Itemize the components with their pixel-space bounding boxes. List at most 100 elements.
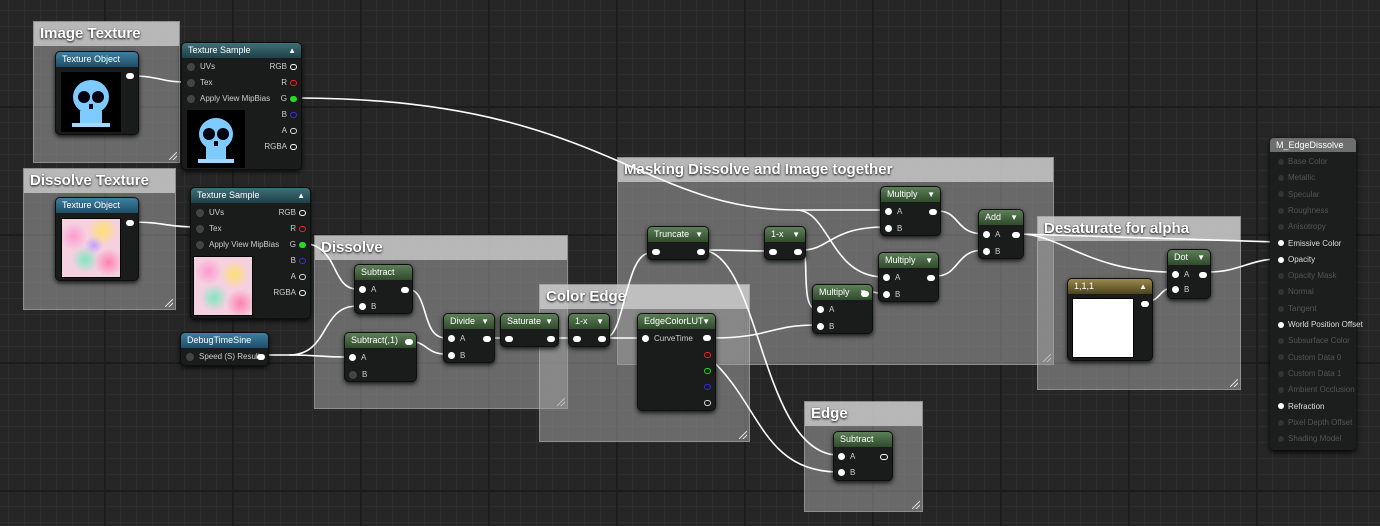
output-pin[interactable] bbox=[861, 291, 869, 297]
pin-a[interactable]: A bbox=[359, 285, 376, 295]
chevron-down-icon[interactable]: ▼ bbox=[596, 317, 604, 326]
out-rgba[interactable]: RGBA bbox=[273, 288, 306, 298]
material-input[interactable]: Anisotropy bbox=[1278, 222, 1326, 231]
material-input[interactable]: Opacity bbox=[1278, 255, 1315, 264]
subtract-node[interactable]: Subtract A B bbox=[354, 264, 413, 314]
input-pin[interactable] bbox=[1278, 370, 1284, 377]
input-pin[interactable] bbox=[1278, 354, 1284, 361]
chevron-down-icon[interactable]: ▼ bbox=[925, 256, 933, 265]
node-title[interactable]: Dot▼ bbox=[1168, 250, 1210, 265]
node-title[interactable]: Texture Object bbox=[56, 52, 138, 67]
input-pin[interactable] bbox=[1278, 224, 1284, 231]
pin-b[interactable]: B bbox=[349, 370, 367, 380]
comment-dissolve-texture[interactable]: Dissolve Texture bbox=[23, 168, 176, 310]
input-pin[interactable] bbox=[1278, 403, 1284, 410]
pin-tex[interactable]: Tex bbox=[187, 78, 212, 88]
pin-b[interactable]: B bbox=[359, 302, 376, 312]
material-input[interactable]: Refraction bbox=[1278, 402, 1324, 411]
out-r[interactable]: R bbox=[290, 224, 306, 234]
material-input[interactable]: Emissive Color bbox=[1278, 239, 1341, 248]
node-title[interactable]: Divide▼ bbox=[444, 314, 494, 329]
material-input[interactable]: Tangent bbox=[1278, 304, 1316, 313]
debug-time-sine-node[interactable]: DebugTimeSine Speed (S) Result bbox=[180, 332, 269, 366]
input-pin[interactable] bbox=[1278, 419, 1284, 426]
node-title[interactable]: 1-x▼ bbox=[569, 314, 609, 329]
truncate-node[interactable]: Truncate▼ bbox=[647, 226, 709, 260]
node-title[interactable]: 1,1,1▲ bbox=[1068, 279, 1152, 294]
input-pin[interactable] bbox=[1278, 338, 1284, 345]
pin-b[interactable]: B bbox=[817, 322, 834, 332]
comment-title[interactable]: Color Edge bbox=[540, 285, 749, 309]
resize-grip-icon[interactable] bbox=[1230, 379, 1238, 387]
chevron-up-icon[interactable]: ▲ bbox=[297, 191, 305, 200]
dot-node[interactable]: Dot▼ A B bbox=[1167, 249, 1211, 299]
out-rgb[interactable]: RGB bbox=[279, 208, 306, 218]
add-node[interactable]: Add▼ A B bbox=[978, 209, 1024, 259]
pin-a[interactable]: A bbox=[1172, 270, 1189, 280]
pin-b[interactable]: B bbox=[448, 351, 465, 361]
out-g[interactable]: G bbox=[290, 240, 306, 250]
output-pin[interactable] bbox=[1141, 301, 1149, 307]
chevron-down-icon[interactable]: ▼ bbox=[1197, 253, 1205, 262]
material-input[interactable]: World Position Offset bbox=[1278, 320, 1363, 329]
output-pin[interactable] bbox=[794, 249, 802, 255]
input-pin[interactable] bbox=[1278, 305, 1284, 312]
pin-uvs[interactable]: UVs bbox=[187, 62, 215, 72]
input-pin[interactable] bbox=[652, 249, 660, 255]
input-pin[interactable] bbox=[769, 249, 777, 255]
multiply-node-3[interactable]: Multiply▼ A B bbox=[812, 284, 873, 334]
output-pin[interactable] bbox=[929, 209, 937, 215]
node-title[interactable]: Subtract(,1) bbox=[345, 333, 416, 348]
input-pin[interactable] bbox=[1278, 321, 1284, 328]
pin-b[interactable]: B bbox=[883, 290, 900, 300]
material-input[interactable]: Subsurface Color bbox=[1278, 336, 1350, 345]
node-title[interactable]: Texture Object bbox=[56, 198, 138, 213]
chevron-down-icon[interactable]: ▼ bbox=[695, 230, 703, 239]
pin-a[interactable]: A bbox=[983, 230, 1000, 240]
chevron-down-icon[interactable]: ▼ bbox=[545, 317, 553, 326]
pin-a[interactable]: A bbox=[448, 334, 465, 344]
output-pin[interactable] bbox=[401, 287, 409, 293]
out-g[interactable]: G bbox=[281, 94, 297, 104]
output-pin[interactable] bbox=[483, 336, 491, 342]
out-rgb[interactable]: RGB bbox=[270, 62, 297, 72]
node-title[interactable]: EdgeColorLUT▼ bbox=[638, 314, 715, 329]
multiply-node-2[interactable]: Multiply▼ A B bbox=[878, 252, 939, 302]
texture-object-node[interactable]: Texture Object bbox=[55, 51, 139, 135]
input-pin[interactable] bbox=[1278, 289, 1284, 296]
texture-sample-node-1[interactable]: Texture Sample▲ UVs Tex Apply View MipBi… bbox=[181, 42, 302, 170]
input-pin[interactable] bbox=[1278, 256, 1284, 263]
pin-apply-view-mipbias[interactable]: Apply View MipBias bbox=[196, 240, 279, 250]
pin-a[interactable]: A bbox=[349, 353, 366, 363]
input-pin[interactable] bbox=[1278, 207, 1284, 214]
edge-color-lut-node[interactable]: EdgeColorLUT▼ CurveTime bbox=[637, 313, 716, 411]
pin-b[interactable]: B bbox=[885, 224, 902, 234]
out-rgb[interactable] bbox=[703, 334, 711, 344]
comment-title[interactable]: Masking Dissolve and Image together bbox=[618, 158, 1053, 182]
chevron-down-icon[interactable]: ▼ bbox=[481, 317, 489, 326]
subtract-1-node[interactable]: Subtract(,1) A B bbox=[344, 332, 417, 382]
material-input[interactable]: Shading Model bbox=[1278, 434, 1341, 443]
pin-a[interactable]: A bbox=[883, 273, 900, 283]
input-pin[interactable] bbox=[1278, 435, 1284, 442]
output-pin[interactable] bbox=[697, 249, 705, 255]
resize-grip-icon[interactable] bbox=[739, 431, 747, 439]
one-minus-node-1[interactable]: 1-x▼ bbox=[568, 313, 610, 347]
comment-title[interactable]: Desaturate for alpha bbox=[1038, 217, 1240, 241]
output-pin[interactable] bbox=[405, 339, 413, 345]
input-pin[interactable] bbox=[573, 336, 581, 342]
material-input[interactable]: Pixel Depth Offset bbox=[1278, 418, 1352, 427]
out-r[interactable]: R bbox=[281, 78, 297, 88]
chevron-down-icon[interactable]: ▼ bbox=[1010, 213, 1018, 222]
pin-b[interactable]: B bbox=[983, 247, 1000, 257]
output-pin[interactable] bbox=[547, 336, 555, 342]
output-pin[interactable] bbox=[598, 336, 606, 342]
pin-curve-time[interactable]: CurveTime bbox=[642, 334, 693, 344]
node-title[interactable]: DebugTimeSine bbox=[181, 333, 268, 348]
input-pin[interactable] bbox=[1278, 191, 1284, 198]
material-input[interactable]: Roughness bbox=[1278, 206, 1328, 215]
node-title[interactable]: 1-x▼ bbox=[765, 227, 805, 242]
output-pin[interactable] bbox=[126, 73, 134, 79]
material-input[interactable]: Base Color bbox=[1278, 157, 1328, 166]
